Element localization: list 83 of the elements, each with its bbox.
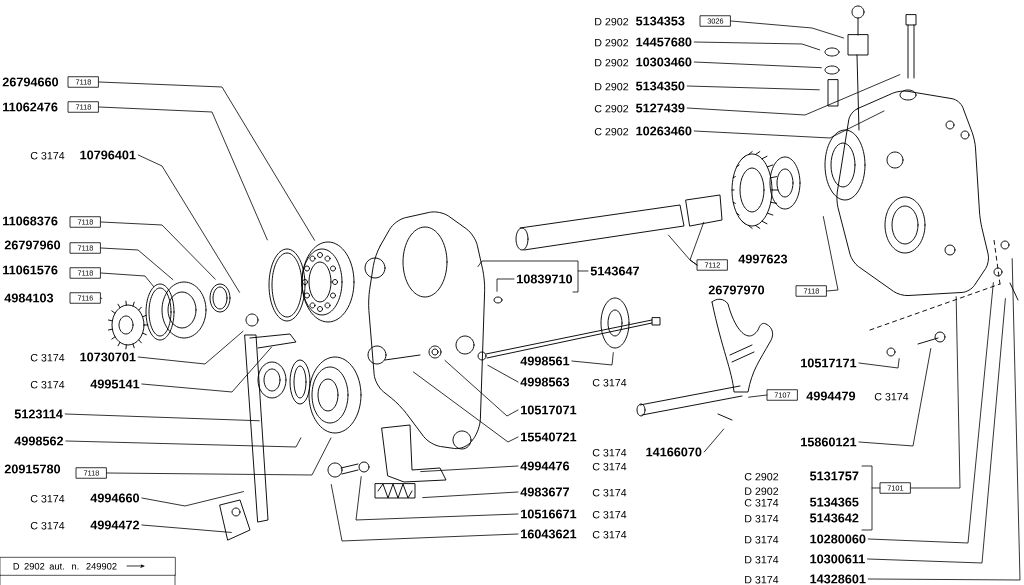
part-number: C 3174 4994472 (30, 520, 140, 530)
part-number: D 2902 5134353 (595, 16, 685, 26)
part-number: 5123114 (14, 409, 63, 419)
part-number: C 2902 5131757 (744, 471, 859, 481)
leader-line (910, 296, 961, 489)
part-number: 4994476 C 3174 (520, 461, 627, 471)
part-number: 10516671 C 3174 (521, 509, 627, 519)
part-number: 4983677 C 3174 (520, 487, 627, 497)
leader-line (686, 85, 820, 91)
part-number: 4998561 (520, 356, 570, 366)
part-number: C 2902 5127439 (594, 103, 685, 113)
leader-line (693, 41, 821, 51)
leader-line (98, 81, 315, 241)
leader-line (355, 476, 519, 521)
leader-line (137, 154, 240, 293)
leader-line (412, 371, 519, 443)
leader-line (571, 352, 614, 366)
leader-line (693, 110, 885, 139)
leader-line (496, 278, 515, 292)
leader-line (748, 394, 768, 398)
leader-line (422, 491, 519, 498)
part-number: 16043621 C 3174 (521, 529, 627, 539)
part-number: D 2902 10303460 (595, 57, 692, 67)
leader-line (867, 282, 994, 544)
part-number: 11068376 (3, 216, 58, 226)
leader-line (444, 360, 519, 417)
leader-line (477, 260, 589, 272)
part-number: 4984103 (4, 293, 54, 303)
part-number: 5143647 (590, 266, 639, 276)
leader-line (106, 437, 332, 476)
leader-line (867, 258, 1021, 581)
part-number: 4997623 (738, 254, 788, 264)
part-number: 10517171 (801, 358, 857, 368)
leader-line (98, 106, 268, 241)
part-number: 26794660 (2, 77, 59, 87)
part-number: D 3174 14328601 (745, 574, 866, 584)
leader-line (65, 437, 302, 448)
leader-line (703, 428, 725, 453)
part-number: C 3174 10730701 (30, 352, 136, 362)
leader-line (141, 491, 244, 507)
leader-line (420, 465, 519, 472)
table-cell: D 2902 aut. n. 249902 (0, 557, 176, 576)
part-number: 20915780 (4, 464, 61, 474)
leader-line (822, 216, 839, 292)
part-number: D 3174 10300611 (745, 554, 865, 564)
part-number: D 2902 14457680 (595, 37, 692, 47)
leader-line (858, 348, 932, 447)
leader-line (730, 20, 845, 39)
part-number: D 2902 5134350 (595, 81, 685, 91)
part-number: D 2902 C 3174 5134365 (744, 487, 859, 507)
part-number: 10839710 (517, 274, 573, 284)
part-number: D 3174 10280060 (745, 534, 866, 544)
leader-line (693, 61, 822, 69)
part-number: C 3174 4995141 (30, 379, 140, 389)
part-number: 26797960 (4, 240, 61, 250)
leader-line (686, 74, 901, 116)
part-number: 10517071 (521, 405, 577, 415)
part-number: 15860121 (801, 437, 857, 447)
part-number: C 3174 14166070 (592, 447, 702, 457)
part-number: 4998563 C 3174 (520, 377, 627, 387)
part-number: 4998562 (14, 436, 64, 446)
leader-line (64, 413, 260, 422)
part-number: 11061576 (3, 265, 58, 275)
part-number: 4994479 C 3174 (806, 391, 909, 401)
part-number: 11062476 (3, 102, 58, 112)
leader-line (137, 330, 244, 365)
leader-line (100, 297, 103, 299)
leader-line (689, 221, 705, 266)
leader-line (487, 364, 519, 383)
leader-line (100, 221, 216, 280)
part-number: C 3174 4994660 (30, 493, 140, 503)
part-number: C 3174 10796401 (30, 150, 136, 160)
leader-line (141, 524, 232, 533)
leader-line (867, 298, 1006, 564)
leader-line (100, 272, 155, 288)
part-number: 26797970 (708, 285, 765, 295)
leader-line (100, 247, 174, 281)
leader-line (141, 346, 272, 393)
leader-line (858, 358, 900, 369)
leader-line (330, 484, 519, 542)
part-number: D 3174 5143642 (745, 513, 859, 523)
part-number: 15540721 (521, 432, 577, 442)
part-number: C 2902 10263460 (594, 126, 692, 136)
